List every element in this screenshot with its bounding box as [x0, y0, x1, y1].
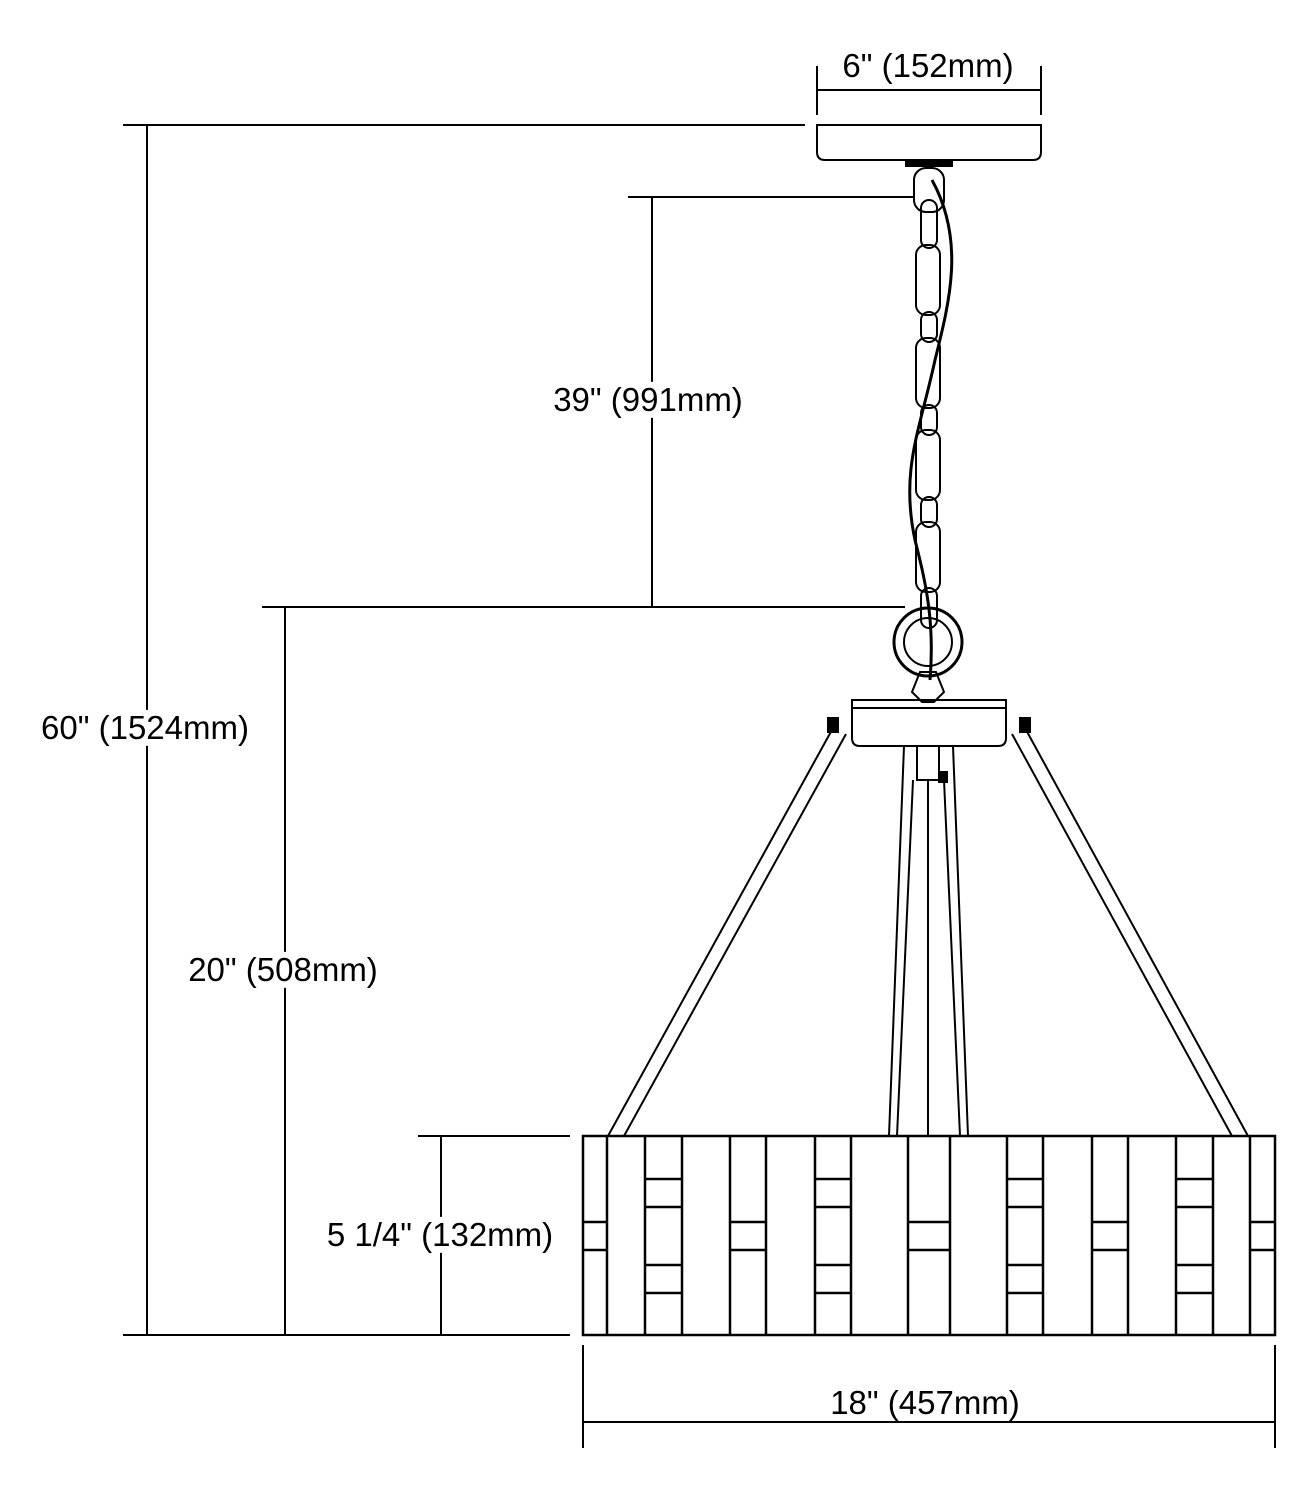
hanging-ring — [892, 606, 964, 678]
canopy — [816, 124, 1042, 161]
holder-plate — [851, 699, 1007, 747]
shade-width-label: 18" (457mm) — [828, 1383, 1022, 1422]
dimension-lines — [123, 66, 1276, 1448]
canopy-width-label: 6" (152mm) — [842, 46, 1014, 84]
shade-height-label: 5 1/4" (132mm) — [324, 1215, 556, 1254]
canopy-loop — [913, 167, 945, 213]
chain-length-label: 39" (991mm) — [551, 380, 745, 419]
shade-line — [581, 1134, 1277, 1337]
canopy-nut — [905, 159, 953, 167]
shade — [581, 1134, 1277, 1337]
overall-height-label: 60" (1524mm) — [39, 708, 251, 747]
fixture-height-label: 20" (508mm) — [186, 950, 380, 989]
support-arms — [607, 727, 1249, 1137]
power-cord — [908, 179, 954, 681]
swivel — [910, 671, 946, 703]
